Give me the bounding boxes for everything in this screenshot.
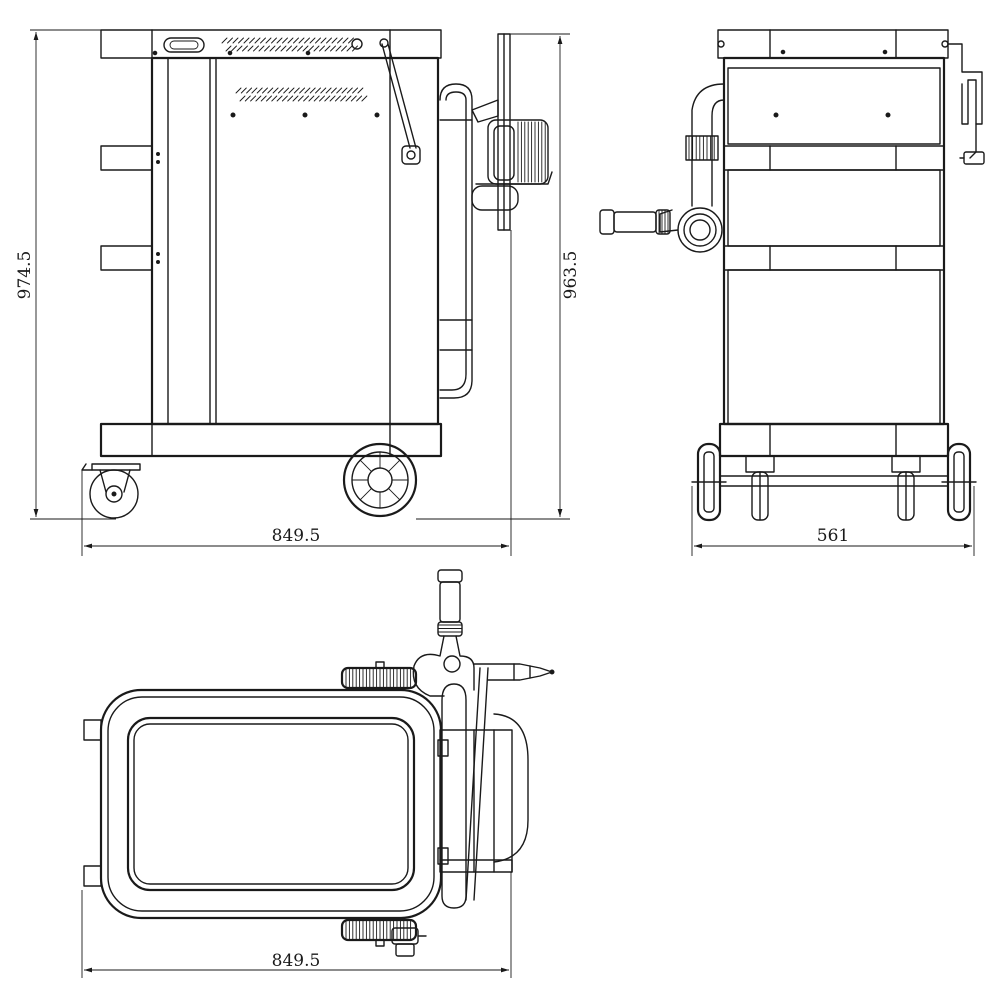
top-outer-frame [99,688,443,920]
top-left-stub-1 [83,719,102,741]
front-view: 974.5 963.5 849.5 [15,29,581,556]
dim-top-width: 849.5 [272,951,321,971]
top-wheel-upper [340,661,418,690]
side-shelf-lower [100,245,153,271]
front-cabinet-body [150,56,440,426]
side-cabinet-body [722,56,946,426]
top-left-stub-2 [83,865,102,887]
side-grip-end [599,209,615,235]
top-wheel-lower [340,918,418,947]
side-wheel-right [941,442,977,522]
dim-front-width: 849.5 [272,526,321,546]
side-wheel-left [691,442,727,522]
top-hand-grip [439,581,461,623]
side-view: 561 [599,29,985,556]
top-view: 849.5 [81,569,555,978]
front-caster-left [81,463,141,519]
side-shelf-upper [100,145,153,171]
side-caster-left [745,455,775,521]
side-caster-right [891,455,921,521]
hose-connector [471,185,519,211]
top-plug [391,927,419,945]
side-shelf-band-1 [723,145,945,171]
side-top-lid [717,29,949,59]
front-base [99,422,443,458]
side-hand-grip [613,211,657,233]
vent-grille-door [235,87,368,102]
top-inner-panel [126,716,416,892]
side-base [718,422,950,458]
dim-front-height-handle: 963.5 [561,251,581,300]
side-shelf-band-2 [723,245,945,271]
front-wheel-large [342,442,418,518]
top-handle-bar [441,683,467,909]
dim-side-width: 561 [817,526,849,546]
side-hose-coupler [685,135,719,161]
rod-clamp [401,145,421,165]
vent-grille-top [221,37,358,52]
dim-front-height-total: 974.5 [15,251,35,300]
top-grip-end [437,569,463,583]
lid-handle-slot [163,37,205,53]
